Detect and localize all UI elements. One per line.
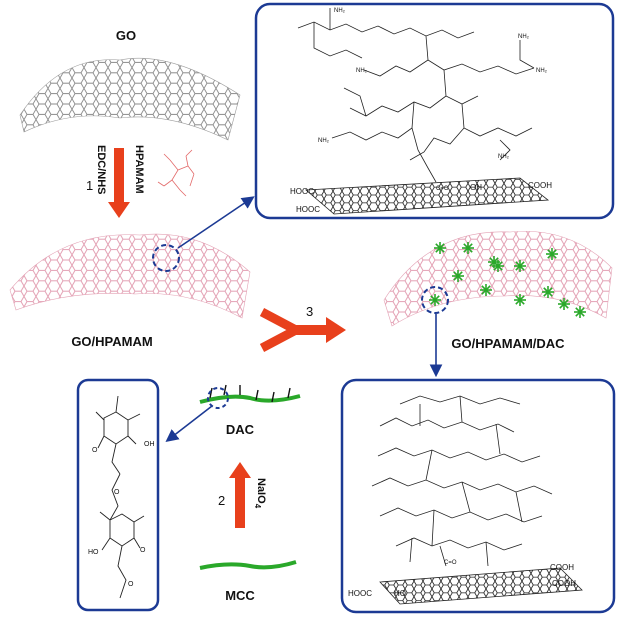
- o-text: O: [140, 547, 146, 554]
- hooc-text: HOOC: [296, 205, 320, 214]
- nh2-text: NH₂: [498, 154, 510, 160]
- step2-reagent: NaIO4: [253, 478, 267, 509]
- o-text: O: [92, 447, 98, 454]
- cooh-text: COOH: [552, 579, 576, 588]
- dac-structure-panel: [76, 378, 160, 612]
- o-text: O: [128, 581, 134, 588]
- oh-text: OH: [470, 183, 482, 192]
- cooh-text: COOH: [528, 181, 552, 190]
- ho-text: HO: [88, 549, 99, 556]
- dac-star-marker: [452, 270, 464, 282]
- step1-reagent-hpamam: HPAMAM: [133, 145, 145, 194]
- nh2-text: NH₂: [518, 34, 530, 40]
- dac-star-marker: [514, 294, 526, 306]
- step3-arrow: [259, 308, 346, 352]
- nh2-text: NH₂: [334, 8, 346, 14]
- step1-arrow: [108, 148, 130, 218]
- nh2-text: NH₂: [536, 68, 548, 74]
- go-label: GO: [116, 28, 136, 43]
- dac-star-marker: [558, 298, 570, 310]
- go-hpamam-dac-label: GO/HPAMAM/DAC: [451, 336, 565, 351]
- hpamam-dendrimer-icon: [157, 149, 195, 197]
- dac-star-marker: [480, 284, 492, 296]
- dac-star-marker: [492, 260, 504, 272]
- zoom-circle-go-hpamam: [152, 244, 180, 272]
- dac-star-marker: [574, 306, 586, 318]
- nh2-text: NH₂: [318, 138, 330, 144]
- crosslinked-network-structure: [371, 395, 553, 567]
- go-sheet-detail: [304, 177, 550, 215]
- zoom-arrow-top: [177, 196, 255, 249]
- zoom-circle-go-hpamam-dac: [421, 286, 449, 314]
- hooc-text: HOOC: [290, 187, 314, 196]
- hooc-text: HOOC: [348, 589, 372, 598]
- ho-text: HO: [394, 589, 406, 598]
- c-o-text: C=O: [444, 560, 457, 566]
- dac-chain: [199, 384, 301, 404]
- mcc-chain: [199, 560, 297, 570]
- mcc-label: MCC: [225, 588, 255, 603]
- dac-star-marker: [462, 242, 474, 254]
- step2-arrow: [229, 462, 251, 528]
- oh-text: OH: [144, 441, 155, 448]
- nh2-text: NH₂: [356, 68, 368, 74]
- zoom-arrow-left: [165, 405, 213, 442]
- step2-number: 2: [218, 493, 225, 508]
- hpamam-dendrimer-structure: [297, 8, 535, 183]
- zoom-circle-dac: [207, 387, 229, 409]
- dac-star-marker: [434, 242, 446, 254]
- cooh-text: COOH: [550, 563, 574, 572]
- step1-reagent-edc-nhs: EDC/NHS: [95, 145, 107, 195]
- step2-reagent-subscript: 4: [253, 504, 262, 509]
- dac-star-marker: [514, 260, 526, 272]
- dac-star-marker: [429, 294, 441, 306]
- go-hpamam-sheet: [9, 233, 251, 319]
- crosslinked-structure-panel: [340, 378, 616, 614]
- step3-number: 3: [306, 304, 313, 319]
- go-sheet-detail-bottom: [379, 567, 583, 605]
- dac-repeat-unit-structure: [95, 395, 145, 599]
- step1-number: 1: [86, 178, 93, 193]
- go-hpamam-dac-sheet: [383, 231, 613, 327]
- go-sheet: [19, 57, 241, 141]
- dac-label: DAC: [226, 422, 255, 437]
- dac-star-marker: [542, 286, 554, 298]
- dac-star-markers: [429, 242, 586, 318]
- hpamam-structure-panel: [254, 2, 615, 220]
- dac-star-marker: [546, 248, 558, 260]
- step2-reagent-naio: NaIO: [255, 478, 267, 504]
- o-text: O: [114, 489, 120, 496]
- go-hpamam-label: GO/HPAMAM: [71, 334, 152, 349]
